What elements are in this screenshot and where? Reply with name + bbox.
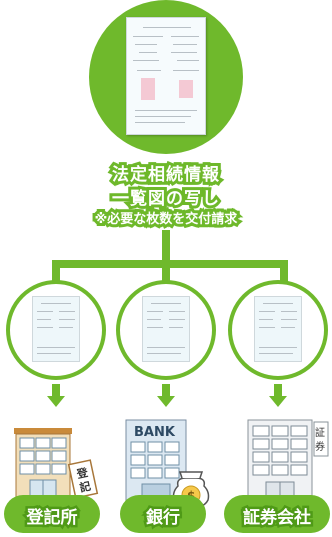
connector-trunk: [162, 230, 170, 266]
connector-left: [52, 260, 60, 284]
connector-middle: [162, 260, 170, 284]
label-registry: 登記所: [24, 506, 80, 531]
arrow-down-icon-3: [269, 396, 287, 407]
bank-sign: BANK: [134, 425, 176, 440]
main-note: ※必要な枚数を交付請求: [92, 209, 241, 230]
connector-right: [280, 260, 288, 284]
office-building-icon: 証 券: [247, 419, 329, 507]
arrow-stem-1: [52, 384, 60, 398]
registry-sign-char-2: 記: [78, 479, 92, 495]
arrow-down-icon-2: [157, 396, 175, 407]
securities-sign-char-2: 券: [315, 440, 325, 453]
label-pill-registry: [4, 495, 100, 533]
label-pill-securities: [224, 495, 330, 533]
arrow-stem-2: [162, 384, 170, 398]
label-pill-bank: [120, 495, 206, 533]
registry-sign-char-1: 登: [74, 465, 90, 481]
arrow-down-icon-1: [47, 396, 65, 407]
document-copy-icon-3: [254, 296, 302, 362]
document-copy-icon-2: [142, 296, 190, 362]
securities-sign-char-1: 証: [315, 426, 325, 439]
label-securities: 証券会社: [241, 506, 314, 531]
inheritance-document-icon: [126, 17, 206, 135]
main-title-line2: 一覧図の写し: [109, 186, 222, 212]
main-title-line1: 法定相続情報: [109, 162, 222, 188]
document-copy-icon-1: [32, 296, 80, 362]
municipal-building-icon: 登 記: [14, 428, 99, 505]
arrow-stem-3: [274, 384, 282, 398]
label-bank: 銀行: [144, 506, 183, 531]
